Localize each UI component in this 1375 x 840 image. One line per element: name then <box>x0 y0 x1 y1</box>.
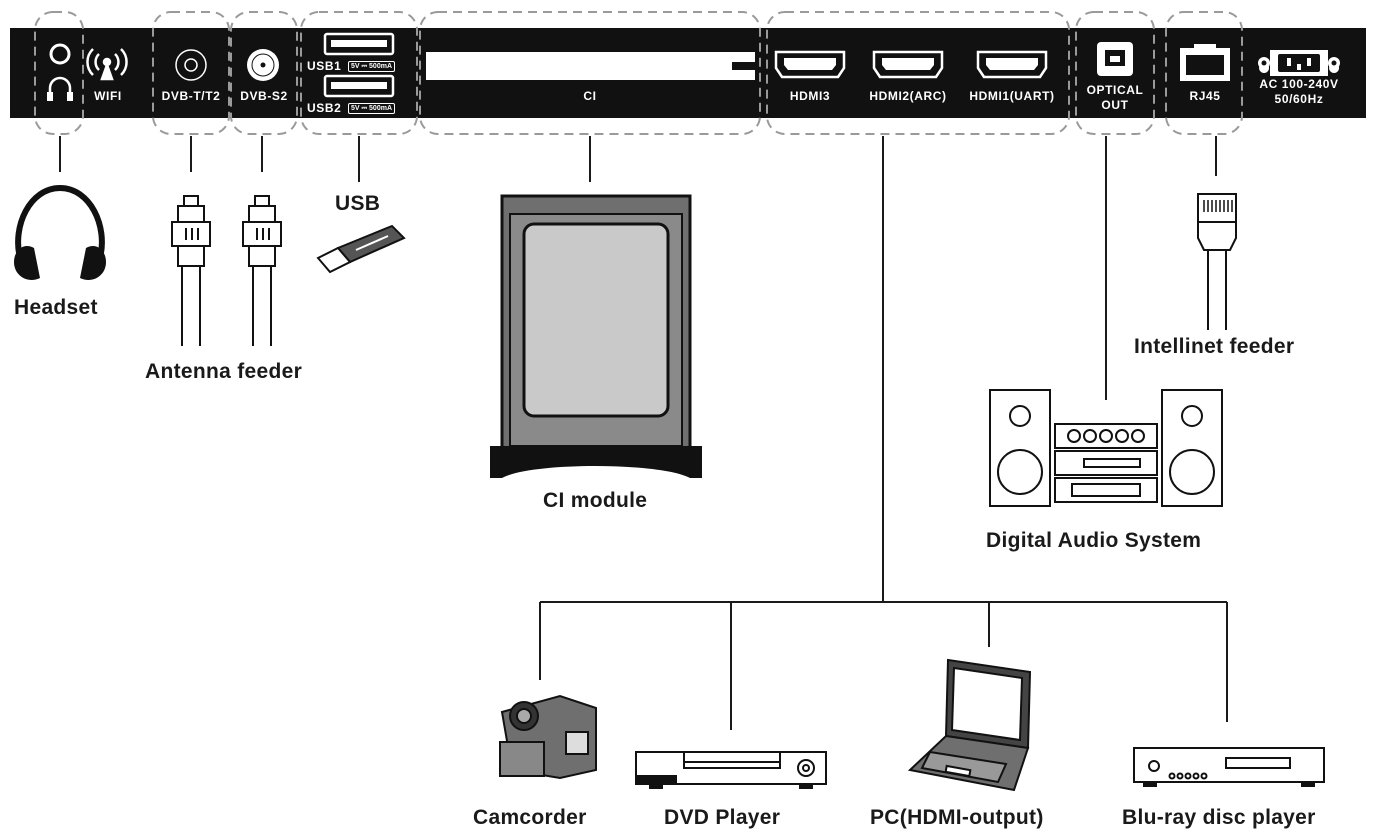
laptop-icon <box>907 658 1032 792</box>
hdmi1-port-icon <box>976 50 1048 79</box>
outline-ci <box>419 11 761 135</box>
antenna-label: Antenna feeder <box>145 360 303 383</box>
optical-label-line1: OPTICAL <box>1086 83 1144 97</box>
hdmi3-label: HDMI3 <box>789 89 831 103</box>
usb-label: USB <box>335 192 381 215</box>
outline-rj45 <box>1165 11 1243 135</box>
bluray-player-icon <box>1133 747 1325 787</box>
intellinet-label: Intellinet feeder <box>1134 335 1295 358</box>
antenna-plug-icon <box>171 195 211 346</box>
outline-usb <box>300 11 418 135</box>
camcorder-icon <box>499 694 597 780</box>
optical-label-line2: OUT <box>1101 98 1129 112</box>
antenna-plug-icon <box>242 195 282 346</box>
hdmi-port-icons <box>774 50 1048 79</box>
optical-port-icon <box>1097 42 1133 76</box>
ac-power-icon <box>1258 50 1340 76</box>
dvd-player-icon <box>635 751 827 789</box>
dvd-label: DVD Player <box>664 806 781 829</box>
outline-hdmi <box>766 11 1070 135</box>
ci-module-label: CI module <box>543 489 648 512</box>
ci-slot-icon <box>426 52 755 80</box>
hdmi2-label: HDMI2(ARC) <box>869 89 947 103</box>
wifi-label: WIFI <box>94 89 122 103</box>
wifi-icon <box>86 48 128 81</box>
ci-module-icon <box>490 194 702 478</box>
camcorder-label: Camcorder <box>473 806 587 829</box>
audio-system-icon <box>989 389 1223 507</box>
usb1-label: USB1 <box>307 59 342 73</box>
port-group-outlines <box>34 11 1243 135</box>
usb1-spec-label: 5V ⎓ 500mA <box>348 61 395 72</box>
usb2-spec-label: 5V ⎓ 500mA <box>348 103 395 114</box>
usb-stick-icon <box>316 224 406 274</box>
rj45-plug-icon <box>1197 193 1237 330</box>
dvb-s-connector-icon <box>247 49 279 81</box>
usb-port-icons <box>323 32 395 98</box>
outline-headphone <box>34 11 84 135</box>
ac-label-line2: 50/60Hz <box>1274 92 1324 106</box>
headset-icon <box>14 184 106 281</box>
dvb-s-label: DVB-S2 <box>240 89 288 103</box>
dvb-t-label: DVB-T/T2 <box>161 89 221 103</box>
hdmi1-label: HDMI1(UART) <box>969 89 1055 103</box>
ac-label-line1: AC 100-240V <box>1259 77 1339 91</box>
rj45-label: RJ45 <box>1189 89 1221 103</box>
outline-optical <box>1075 11 1155 135</box>
outline-dvb-s <box>230 11 298 135</box>
outline-dvb-t <box>152 11 230 135</box>
dvb-t-connector-icon <box>175 49 207 81</box>
bluray-label: Blu-ray disc player <box>1122 806 1316 829</box>
headset-label: Headset <box>14 296 98 319</box>
usb2-label: USB2 <box>307 101 342 115</box>
hdmi3-port-icon <box>774 50 846 79</box>
audio-system-label: Digital Audio System <box>986 529 1202 552</box>
connection-lines <box>59 136 1228 730</box>
headphone-jack-icon <box>47 43 73 101</box>
pc-label: PC(HDMI-output) <box>870 806 1044 829</box>
ci-label: CI <box>583 89 597 103</box>
hdmi2-port-icon <box>872 50 944 79</box>
rj45-port-icon <box>1180 44 1230 81</box>
